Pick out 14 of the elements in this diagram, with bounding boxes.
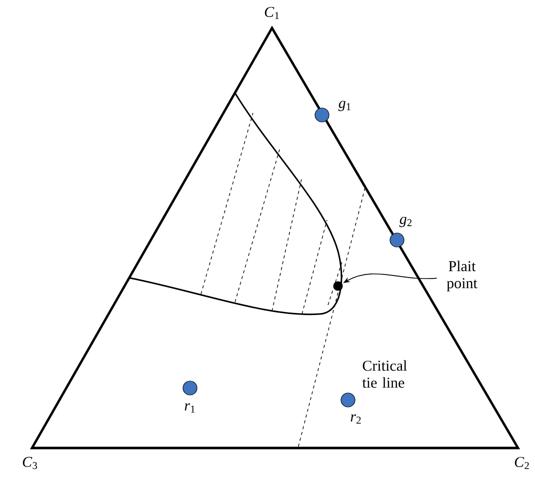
annotation-text: Critical tie line [362, 360, 407, 388]
point-label: r$_{1}$ [184, 403, 195, 413]
point [390, 232, 404, 248]
point [314, 108, 330, 122]
point-label: r$_{2}$ [350, 414, 361, 424]
point-label: g$_{1}$ [338, 100, 350, 112]
point [182, 380, 198, 396]
vertex-label: C$_{1}$ [264, 6, 279, 20]
plait-point [333, 281, 343, 291]
point [340, 392, 356, 408]
vertex-label: C$_{2}$ [514, 456, 529, 470]
annotation-text: Plait point [446, 260, 478, 292]
point-label: g$_{2}$ [399, 216, 412, 228]
vertex-label: C$_{3}$ [22, 456, 38, 470]
